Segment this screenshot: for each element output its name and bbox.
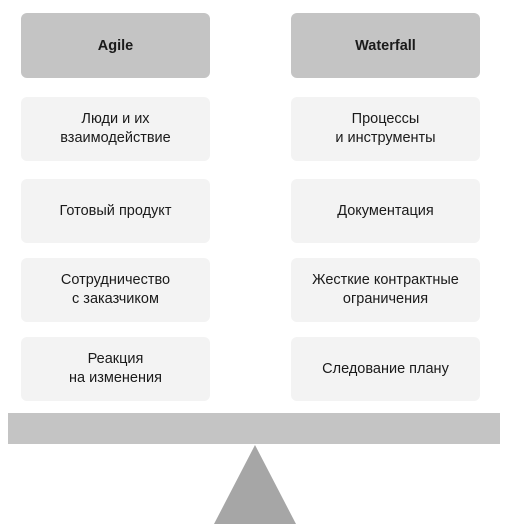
waterfall-item: Жесткие контрактные ограничения	[291, 258, 480, 322]
waterfall-column: Waterfall Процессы и инструменты Докумен…	[291, 13, 480, 401]
agile-column: Agile Люди и их взаимодействие Готовый п…	[21, 13, 210, 401]
agile-item: Люди и их взаимодействие	[21, 97, 210, 161]
waterfall-item: Следование плану	[291, 337, 480, 401]
agile-header: Agile	[21, 13, 210, 78]
agile-item: Реакция на изменения	[21, 337, 210, 401]
waterfall-item: Документация	[291, 179, 480, 243]
waterfall-header: Waterfall	[291, 13, 480, 78]
agile-item: Готовый продукт	[21, 179, 210, 243]
scale-beam	[8, 413, 500, 444]
agile-item: Сотрудничество с заказчиком	[21, 258, 210, 322]
waterfall-item: Процессы и инструменты	[291, 97, 480, 161]
fulcrum-triangle-icon	[214, 445, 296, 524]
